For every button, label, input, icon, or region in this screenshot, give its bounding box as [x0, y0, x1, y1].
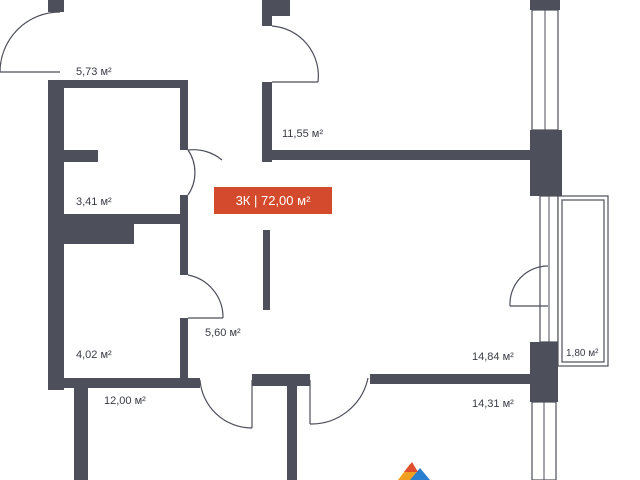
room-area-label: 3,41 м² — [76, 196, 112, 208]
badge-text: 3К | 72,00 м² — [236, 193, 311, 208]
wall-inner-vertical-mid — [180, 195, 188, 275]
wall-bath-shelf — [64, 150, 98, 162]
wall-top-mid-stub — [262, 0, 290, 16]
wall-center-partition — [263, 230, 270, 310]
wall-right-column-lower — [530, 342, 558, 402]
wall-bottom-right — [370, 374, 530, 384]
door-bedroom-right-arc — [309, 377, 369, 425]
wall-bottom-mid-post — [287, 386, 297, 480]
room-area-label: 5,60 м² — [205, 327, 241, 339]
walls — [48, 0, 562, 480]
doors — [0, 11, 549, 429]
room-area-label: 1,80 м² — [566, 348, 599, 359]
door-bedroom-left-arc — [199, 379, 253, 429]
wall-hall-top — [48, 80, 188, 88]
apartment-summary-badge: 3К | 72,00 м² — [214, 187, 332, 214]
logo-icon — [398, 462, 430, 480]
balcony-inner — [561, 199, 605, 363]
wall-top-mid-post — [262, 16, 272, 26]
room-labels: 5,73 м² 11,55 м² 3,41 м² 4,02 м² 5,60 м²… — [76, 66, 599, 410]
badge-background — [214, 187, 332, 214]
room-area-label: 14,84 м² — [472, 351, 514, 363]
wall-left-lower — [74, 380, 88, 480]
door-balcony-arc — [509, 265, 549, 307]
door-wc-arc — [187, 274, 224, 319]
wall-left-outer — [48, 80, 64, 390]
door-room-11-arc — [271, 25, 319, 83]
logo-icon-blue — [410, 468, 430, 480]
door-bath-arc-b — [187, 149, 223, 161]
windows — [530, 0, 609, 480]
door-entry-arc — [0, 11, 61, 73]
wall-room-11-bottom — [262, 150, 562, 160]
room-area-label: 14,31 м² — [472, 398, 514, 410]
wall-inner-vertical-lower — [180, 318, 188, 380]
wall-bottom-mid — [252, 374, 310, 386]
wall-inner-vertical-upper — [180, 80, 188, 150]
wall-left-bottom — [48, 378, 200, 388]
room-area-label: 12,00 м² — [104, 395, 146, 407]
wall-right-column-upper — [530, 130, 562, 196]
wall-room-11-left — [262, 82, 272, 162]
logo-icon-red — [404, 462, 418, 472]
room-area-label: 4,02 м² — [76, 349, 112, 361]
wall-top-left-stub — [48, 0, 64, 12]
wall-bath-divider — [64, 214, 188, 224]
door-bath-arc — [187, 149, 196, 196]
room-area-label: 11,55 м² — [282, 128, 323, 140]
room-area-label: 5,73 м² — [76, 66, 112, 78]
wall-bath-divider-block — [64, 224, 134, 244]
window-top-right-cap — [530, 0, 560, 10]
